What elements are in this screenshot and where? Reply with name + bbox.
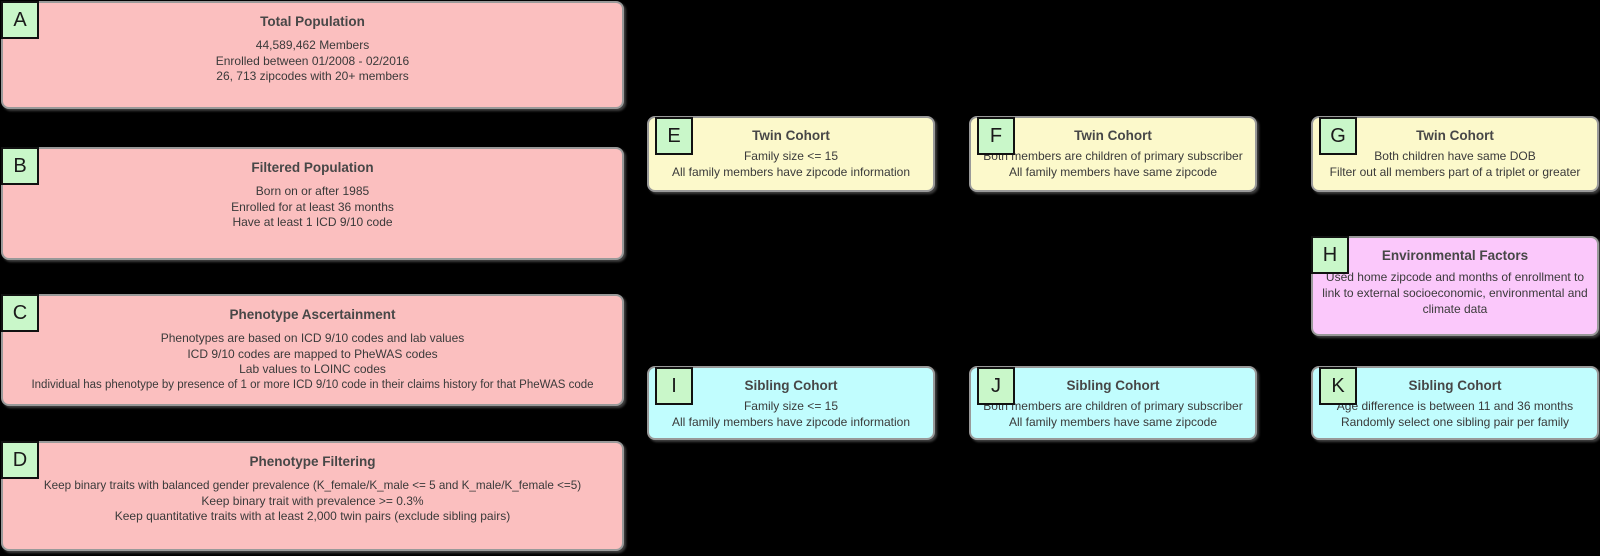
node-d-phenotype-filtering: D Phenotype Filtering Keep binary traits… — [1, 441, 624, 551]
node-d-title: Phenotype Filtering — [249, 454, 376, 469]
node-c-line: Individual has phenotype by presence of … — [31, 378, 594, 391]
node-j-sibling-cohort: J Sibling Cohort Both members are childr… — [969, 366, 1257, 440]
node-k-letter-badge: K — [1319, 367, 1357, 405]
node-b-title: Filtered Population — [251, 160, 374, 175]
node-h-letter-badge: H — [1311, 236, 1349, 274]
node-a-line: Enrolled between 01/2008 - 02/2016 — [215, 53, 410, 68]
node-f-letter-badge: F — [977, 117, 1015, 155]
node-k-sibling-cohort: K Sibling Cohort Age difference is betwe… — [1311, 366, 1599, 440]
node-a-title: Total Population — [260, 14, 365, 29]
node-j-letter-badge: J — [977, 367, 1015, 405]
node-c-line: Lab values to LOINC codes — [239, 362, 386, 376]
node-d-line: Keep binary traits with balanced gender … — [43, 479, 582, 492]
node-h-title: Environmental Factors — [1381, 248, 1529, 263]
node-j-line: All family members have same zipcode — [1008, 414, 1218, 429]
node-c-title: Phenotype Ascertainment — [229, 307, 396, 322]
node-h-line: Used home zipcode and months of enrollme… — [1322, 270, 1588, 316]
node-k-title: Sibling Cohort — [1408, 378, 1502, 393]
node-g-letter-badge: G — [1319, 117, 1357, 155]
node-b-filtered-population: B Filtered Population Born on or after 1… — [1, 147, 624, 260]
node-c-letter-badge: C — [1, 294, 39, 332]
node-a-letter-badge: A — [1, 1, 39, 39]
node-e-title: Twin Cohort — [752, 128, 830, 143]
node-a-line: 26, 713 zipcodes with 20+ members — [216, 69, 409, 83]
node-j-title: Sibling Cohort — [1066, 378, 1160, 393]
node-d-line: Keep quantitative traits with at least 2… — [114, 509, 511, 523]
node-i-letter-badge: I — [655, 367, 693, 405]
node-b-letter-badge: B — [1, 147, 39, 185]
node-c-line: Phenotypes are based on ICD 9/10 codes a… — [160, 331, 465, 345]
node-e-line: Family size <= 15 — [743, 149, 839, 163]
node-g-line: Both children have same DOB — [1374, 149, 1536, 163]
node-a-line: 44,589,462 Members — [255, 38, 370, 52]
node-i-line: Family size <= 15 — [743, 399, 839, 413]
node-a-total-population: A Total Population 44,589,462 Members En… — [1, 1, 624, 109]
node-k-line: Age difference is between 11 and 36 mont… — [1336, 399, 1574, 413]
node-k-line: Randomly select one sibling pair per fam… — [1340, 414, 1570, 429]
node-e-line: All family members have zipcode informat… — [671, 164, 911, 179]
node-b-line: Enrolled for at least 36 months — [231, 199, 394, 214]
node-i-line: All family members have zipcode informat… — [671, 414, 911, 429]
node-d-line: Keep binary trait with prevalence >= 0.3… — [201, 493, 424, 508]
node-e-twin-cohort: E Twin Cohort Family size <= 15 All fami… — [647, 116, 935, 192]
node-b-line: Born on or after 1985 — [255, 184, 370, 198]
node-g-twin-cohort: G Twin Cohort Both children have same DO… — [1311, 116, 1599, 192]
node-i-sibling-cohort: I Sibling Cohort Family size <= 15 All f… — [647, 366, 935, 440]
node-b-line: Have at least 1 ICD 9/10 code — [232, 215, 393, 229]
node-g-title: Twin Cohort — [1416, 128, 1494, 143]
node-f-line: Both members are children of primary sub… — [983, 149, 1243, 163]
node-c-phenotype-ascertainment: C Phenotype Ascertainment Phenotypes are… — [1, 294, 624, 406]
node-f-twin-cohort: F Twin Cohort Both members are children … — [969, 116, 1257, 192]
node-d-letter-badge: D — [1, 441, 39, 479]
node-j-line: Both members are children of primary sub… — [983, 399, 1243, 413]
node-e-letter-badge: E — [655, 117, 693, 155]
node-i-title: Sibling Cohort — [744, 378, 838, 393]
node-f-title: Twin Cohort — [1074, 128, 1152, 143]
node-h-environmental-factors: H Environmental Factors Used home zipcod… — [1311, 236, 1599, 336]
node-c-line: ICD 9/10 codes are mapped to PheWAS code… — [187, 346, 438, 361]
node-f-line: All family members have same zipcode — [1008, 164, 1218, 179]
node-g-line: Filter out all members part of a triplet… — [1329, 164, 1581, 179]
